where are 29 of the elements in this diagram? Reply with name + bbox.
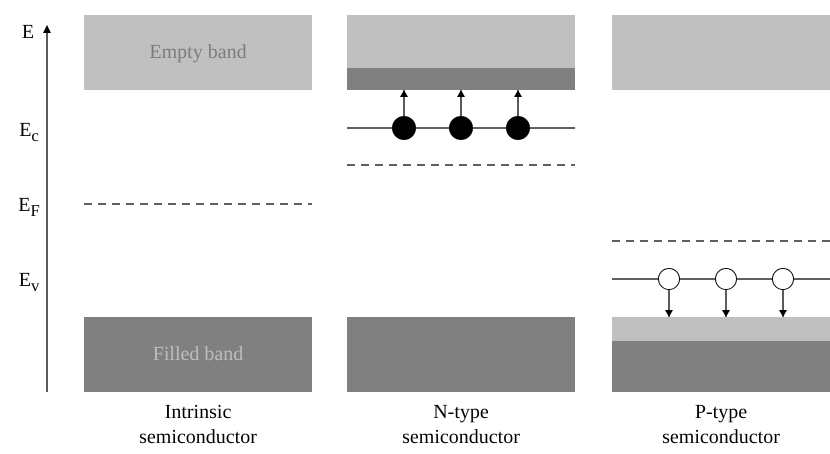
band-label: Empty band xyxy=(149,41,247,64)
energy-level-label: E$_{c}$ xyxy=(18,118,40,147)
electron xyxy=(392,116,416,140)
energy-level-label: E$_{v}$ xyxy=(18,268,40,297)
hole xyxy=(658,268,680,290)
valence-band xyxy=(612,317,830,392)
conduction-band xyxy=(84,15,312,90)
valence-band xyxy=(84,317,312,392)
column-caption: N-type semiconductor xyxy=(401,400,521,450)
arrow xyxy=(457,90,465,116)
conduction-band xyxy=(612,15,830,90)
energy-level-label: E xyxy=(20,20,36,45)
occupied-band-strip xyxy=(347,68,575,90)
conduction-band xyxy=(347,15,575,90)
arrow xyxy=(665,290,673,317)
hole-band-strip xyxy=(612,317,830,341)
hole xyxy=(772,268,794,290)
arrow xyxy=(722,290,730,317)
electron xyxy=(506,116,530,140)
arrow xyxy=(400,90,408,116)
energy-level-label: E$_{F}$ xyxy=(17,193,41,222)
hole xyxy=(715,268,737,290)
band-label: Filled band xyxy=(152,343,244,366)
column-caption: P-type semiconductor xyxy=(661,400,781,450)
arrow xyxy=(779,290,787,317)
column-caption: Intrinsic semiconductor xyxy=(138,400,258,450)
electron xyxy=(449,116,473,140)
arrow xyxy=(514,90,522,116)
valence-band xyxy=(347,317,575,392)
